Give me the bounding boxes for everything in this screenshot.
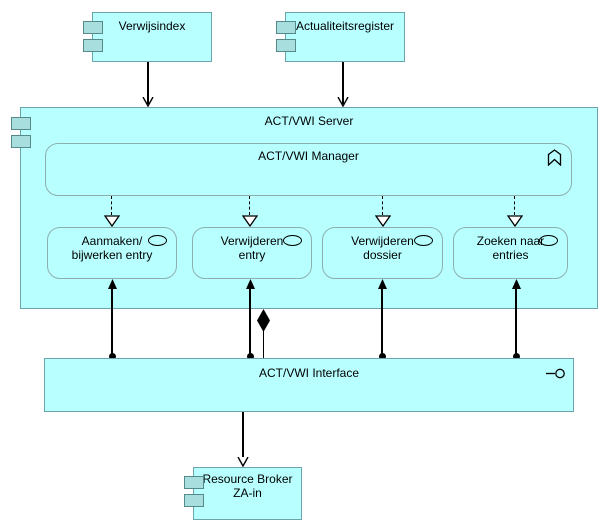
node-verwijsindex[interactable]: Verwijsindex bbox=[83, 12, 212, 62]
component-tab-icon bbox=[276, 21, 296, 34]
edge-dashed-line bbox=[514, 196, 516, 215]
filled-arrowhead-icon bbox=[377, 279, 387, 289]
node-act-vwi-interface[interactable]: ACT/VWI Interface bbox=[44, 358, 574, 412]
node-service-aanmaken-bijwerken-entry[interactable]: Aanmaken/ bijwerken entry bbox=[47, 227, 177, 279]
assignment-ball-icon bbox=[246, 353, 254, 360]
edge-line bbox=[242, 412, 244, 457]
component-tab-icon bbox=[276, 39, 296, 52]
hollow-triangle-arrowhead-icon bbox=[242, 215, 258, 227]
node-actualiteitsregister[interactable]: Actualiteitsregister bbox=[276, 12, 405, 62]
edge-line bbox=[262, 331, 265, 358]
node-service-verwijderen-dossier[interactable]: Verwijderen dossier bbox=[322, 227, 443, 279]
assignment-ball-icon bbox=[378, 353, 386, 360]
assignment-ball-icon bbox=[108, 353, 116, 360]
hollow-triangle-arrowhead-icon bbox=[104, 215, 120, 227]
node-label: ACT/VWI Interface bbox=[258, 366, 360, 380]
edge-line bbox=[147, 62, 149, 104]
node-label: Verwijderen entry bbox=[220, 234, 284, 262]
node-label: Zoeken naar entries bbox=[476, 234, 545, 262]
component-tab-icon bbox=[184, 476, 204, 489]
edge-dashed-line bbox=[382, 196, 384, 215]
function-icon bbox=[547, 149, 562, 166]
node-label: Verwijderen dossier bbox=[351, 234, 414, 262]
component-tab-icon bbox=[184, 494, 204, 507]
service-icon bbox=[539, 235, 558, 246]
node-service-verwijderen-entry[interactable]: Verwijderen entry bbox=[192, 227, 312, 279]
edge-dashed-line bbox=[249, 196, 251, 215]
edge-dashed-line bbox=[111, 196, 113, 215]
edge-line bbox=[342, 62, 344, 104]
edge-line bbox=[111, 288, 113, 357]
component-icon bbox=[276, 21, 296, 57]
node-label: Actualiteitsregister bbox=[295, 19, 395, 33]
component-tab-icon bbox=[83, 21, 103, 34]
component-icon bbox=[184, 476, 204, 512]
node-label: ACT/VWI Manager bbox=[258, 149, 359, 163]
component-icon bbox=[11, 117, 31, 153]
open-arrowhead-icon bbox=[337, 97, 349, 107]
open-arrowhead-icon bbox=[237, 457, 249, 467]
edge-line bbox=[515, 288, 517, 357]
service-icon bbox=[283, 235, 302, 246]
assignment-ball-icon bbox=[512, 353, 520, 360]
interface-lollipop-icon bbox=[546, 368, 565, 379]
hollow-triangle-arrowhead-icon bbox=[375, 215, 391, 227]
node-label: Resource Broker ZA-in bbox=[202, 472, 293, 500]
filled-arrowhead-icon bbox=[245, 279, 255, 289]
service-icon bbox=[148, 235, 167, 246]
filled-arrowhead-icon bbox=[107, 279, 117, 289]
component-tab-icon bbox=[11, 117, 31, 130]
service-icon bbox=[414, 235, 433, 246]
component-icon bbox=[83, 21, 103, 57]
node-act-vwi-manager[interactable]: ACT/VWI Manager bbox=[45, 143, 572, 196]
edge-line bbox=[249, 288, 251, 357]
node-service-zoeken-naar-entries[interactable]: Zoeken naar entries bbox=[453, 227, 568, 279]
filled-arrowhead-icon bbox=[511, 279, 521, 289]
component-tab-icon bbox=[83, 39, 103, 52]
hollow-triangle-arrowhead-icon bbox=[507, 215, 523, 227]
edge-line bbox=[381, 288, 383, 357]
node-label: Aanmaken/ bijwerken entry bbox=[71, 234, 153, 262]
composition-diamond-icon bbox=[257, 309, 270, 332]
node-label: Verwijsindex bbox=[118, 19, 186, 33]
node-label: ACT/VWI Server bbox=[264, 114, 354, 128]
component-tab-icon bbox=[11, 135, 31, 148]
open-arrowhead-icon bbox=[142, 97, 154, 107]
node-resource-broker-za-in[interactable]: Resource Broker ZA-in bbox=[184, 467, 302, 520]
